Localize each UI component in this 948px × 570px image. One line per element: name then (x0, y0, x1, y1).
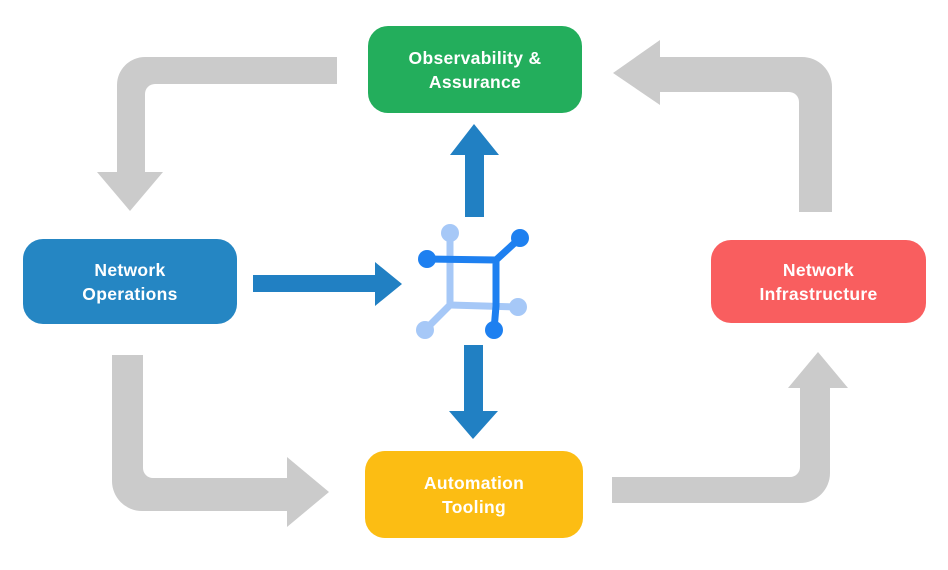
network-icon-dark-node-bottom (485, 321, 503, 339)
node-observability-assurance: Observability & Assurance (368, 26, 582, 113)
network-icon-light-node-right (509, 298, 527, 316)
network-mesh-icon (416, 224, 529, 339)
node-network-infrastructure: Network Infrastructure (711, 240, 926, 323)
arrow-operations-to-center (253, 262, 402, 306)
network-icon-light-node-bottom-left (416, 321, 434, 339)
arrow-infrastructure-to-observability (613, 40, 832, 212)
network-icon-light-node-top (441, 224, 459, 242)
arrow-center-to-automation (449, 345, 498, 439)
network-icon-light-lines (446, 233, 519, 311)
network-icon-dark-node-left (418, 250, 436, 268)
network-icon-dark-node-top-right (511, 229, 529, 247)
arrow-operations-to-automation (112, 355, 329, 527)
node-network-operations: Network Operations (23, 239, 237, 324)
node-automation-tooling: Automation Tooling (365, 451, 583, 538)
arrow-center-to-observability (450, 124, 499, 217)
network-icon-dark-lines (426, 255, 500, 331)
arrow-automation-to-infrastructure (612, 352, 848, 503)
arrow-observability-to-operations (97, 57, 337, 211)
